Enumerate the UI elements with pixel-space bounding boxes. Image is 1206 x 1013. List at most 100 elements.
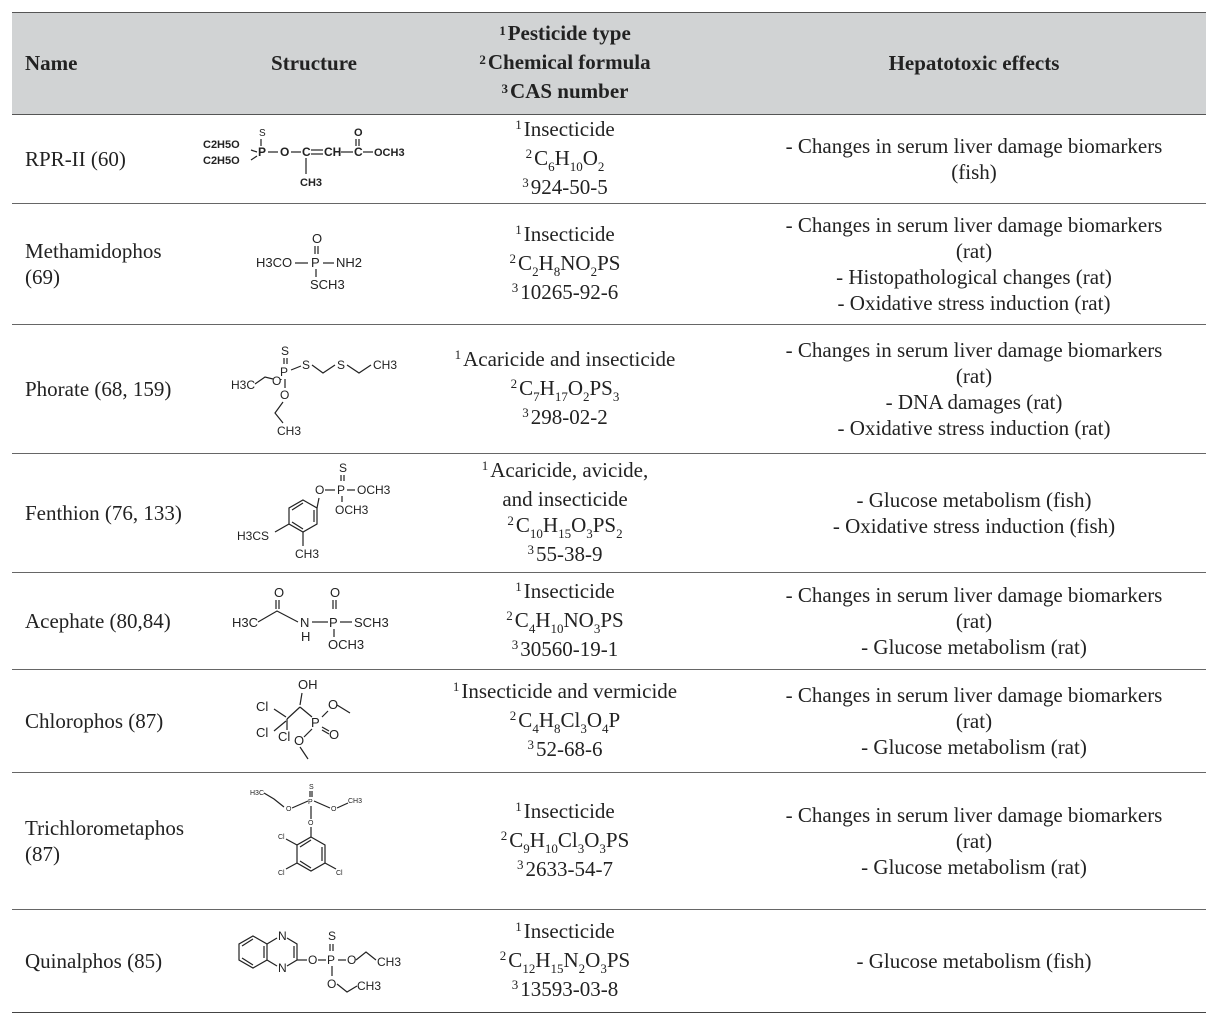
phorate-label: CH3 [277,424,301,438]
formula-part: 2 [532,263,539,279]
acephate-label: N [300,615,309,630]
row-effects: - Changes in serum liver damage biomarke… [742,773,1206,909]
effect-line: - Changes in serum liver damage biomarke… [785,338,1163,362]
formula-part: C [518,707,533,732]
chlorophos-label: Cl [256,699,268,714]
rpr-label: O [354,127,363,139]
formula-part: 8 [553,263,561,279]
formula-part: NO [563,607,594,632]
fenthion-bond [274,523,290,533]
formula-part: O [586,707,602,732]
formula-part: P [608,707,621,732]
formula-part: H [535,947,551,972]
formula-part: C [534,145,549,170]
effect-line: (rat) [955,829,993,853]
fenthion-ring [288,499,318,533]
formula-part: C [519,375,534,400]
quinalphos-label: O [347,953,356,967]
trichlorometaphos-label: Cl [336,870,343,877]
header-type-line-2: Chemical formula [487,50,651,74]
formula-part: 7 [533,388,540,404]
methamidophos-label: NH2 [336,255,362,270]
acephate-bond [257,610,299,623]
structure-fenthion: S O P OCH3 OCH3 H3CS CH3 [198,454,438,572]
fenthion-label: OCH3 [357,483,391,497]
row-formula: 2C2H8NO2PS [509,250,621,279]
effect-line: (rat) [955,709,993,733]
row-type: Insecticide [523,221,615,246]
trichlorometaphos-label: Cl [278,870,285,877]
row-cas: 2633-54-7 [525,856,614,881]
acephate-label: P [329,615,338,630]
quinalphos-label: S [328,929,336,943]
effect-line: - Changes in serum liver damage biomarke… [785,803,1163,827]
formula-part: H [529,827,545,852]
formula-part: 4 [528,620,536,636]
formula-part: H [554,145,570,170]
formula-part: C [508,947,523,972]
structure-phorate: S P S S CH3 H3C O O CH3 [198,325,438,453]
trichlorometaphos-bond [299,860,312,869]
formula-part: PS [597,250,621,275]
quinalphos-bond [286,937,298,967]
rpr-label: S [259,128,266,139]
effect-line: - Glucose metabolism (rat) [861,735,1087,759]
trichlorometaphos-ring [296,836,326,872]
trichlorometaphos-label: O [286,806,292,813]
formula-part: O [582,145,598,170]
formula-part: 3 [577,840,585,856]
methamidophos-label: P [311,255,320,270]
formula-part: O [571,512,587,537]
row-formula: 2C9H10Cl3O3PS [500,827,630,856]
row-type-cell: 1Insecticide 2C2H8NO2PS 310265-92-6 [509,221,621,304]
structure-acephate-drawing: O O H3C N H P SCH3 OCH3 [232,585,389,652]
row-name: Phorate (68, 159) [25,377,172,401]
effect-line: - Oxidative stress induction (rat) [837,416,1111,440]
phorate-bond [290,365,302,371]
row-type: Insecticide [523,918,615,943]
rpr-label: OCH3 [374,147,405,159]
row-name: Fenthion (76, 133) [25,501,182,525]
header-type-line-1: Pesticide type [507,21,631,45]
methamidophos-label: O [312,231,322,246]
table-header: Name Structure 1Pesticide type 2Chemical… [12,13,1206,115]
formula-part: C [509,827,524,852]
row-name: Acephate (80,84) [25,609,171,633]
chlorophos-label: O [294,733,304,748]
formula-part: H [542,512,559,537]
row-type-cell: 1Insecticide and vermicide 2C4H8Cl3O4P 3… [452,678,678,761]
effect-line: - Changes in serum liver damage biomarke… [785,134,1163,158]
phorate-label: P [280,365,288,379]
trichlorometaphos-label: Cl [278,834,285,841]
fenthion-label: OCH3 [335,503,369,517]
phorate-label: O [272,374,281,388]
acephate-label: O [274,585,284,600]
formula-part: PS [600,607,624,632]
formula-part: 17 [554,388,568,404]
header-name: Name [25,51,78,75]
row-effects: - Changes in serum liver damage biomarke… [742,670,1206,772]
formula-part: O [585,947,601,972]
header-hepatotoxic: Hepatotoxic effects [888,51,1060,75]
fenthion-label: CH3 [295,547,319,561]
fenthion-label: O [315,483,324,497]
phorate-bond [254,376,274,385]
formula-part: H [538,250,554,275]
rpr-label: CH3 [300,177,322,189]
effect-line: - DNA damages (rat) [885,390,1063,414]
formula-part: 3 [593,620,601,636]
fenthion-label: S [339,461,347,475]
phorate-label: CH3 [373,358,397,372]
formula-part: C [518,250,533,275]
table-row: Methamidophos (69) O H3CO P NH2 SCH3 1In… [12,204,1206,325]
acephate-label: O [330,585,340,600]
quinalphos-bond [336,983,358,993]
row-type: Insecticide [523,578,615,603]
formula-part: PS [605,827,630,852]
row-type-cell: 1Acaricide and insecticide 2C7H17O2PS3 3… [454,346,676,429]
formula-part: 9 [523,840,530,856]
quinalphos-bond [355,951,377,961]
phorate-bond [311,364,336,374]
formula-part: PS [589,375,613,400]
formula-part: 10 [569,158,583,174]
